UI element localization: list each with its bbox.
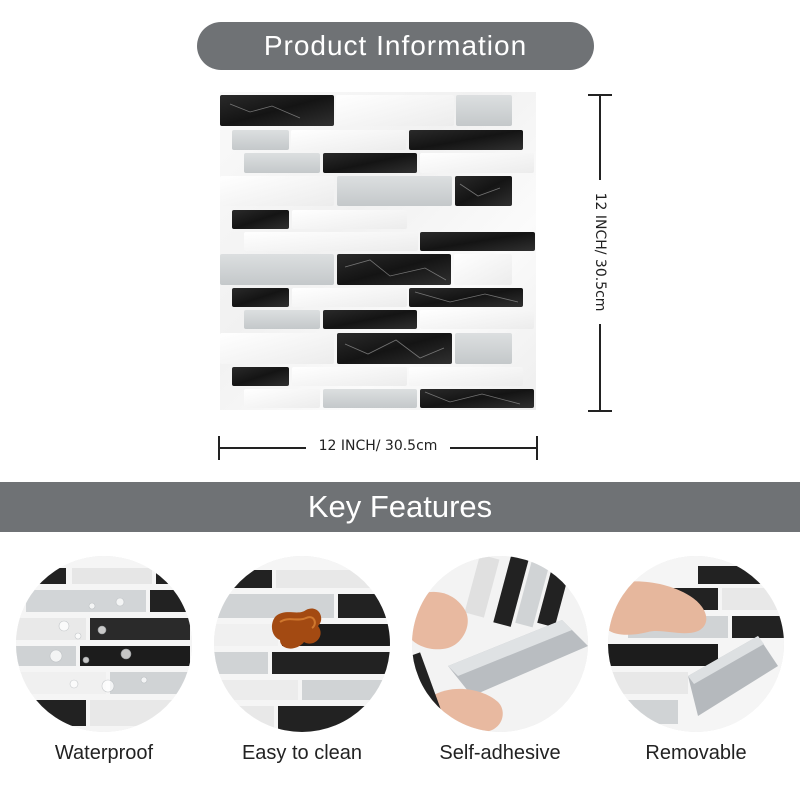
feature-label-self-adhesive: Self-adhesive: [439, 742, 561, 764]
key-features-title: Key Features: [307, 489, 493, 524]
product-information-title: Product Information: [197, 22, 594, 70]
width-dimension-marker: 12 INCH/ 30.5cm: [218, 436, 538, 460]
width-label: 12 INCH/ 30.5cm: [306, 438, 450, 454]
height-label: 12 INCH/ 30.5cm: [590, 180, 610, 324]
feature-label-waterproof: Waterproof: [54, 742, 154, 764]
peel-backing-icon: [412, 556, 588, 732]
feature-waterproof: Waterproof: [16, 556, 192, 764]
height-dimension-marker: 12 INCH/ 30.5cm: [588, 94, 612, 412]
feature-self-adhesive: Self-adhesive: [412, 556, 588, 764]
feature-removable: Removable: [608, 556, 784, 764]
peel-off-icon: [608, 556, 784, 732]
feature-easy-to-clean: Easy to clean: [214, 556, 390, 764]
feature-label-easy-to-clean: Easy to clean: [241, 742, 363, 764]
water-droplets-icon: [16, 556, 192, 732]
feature-label-removable: Removable: [645, 742, 747, 764]
key-features-banner: Key Features: [0, 482, 800, 532]
tile-sheet-image: [220, 92, 536, 410]
stain-wipe-icon: [214, 556, 390, 732]
